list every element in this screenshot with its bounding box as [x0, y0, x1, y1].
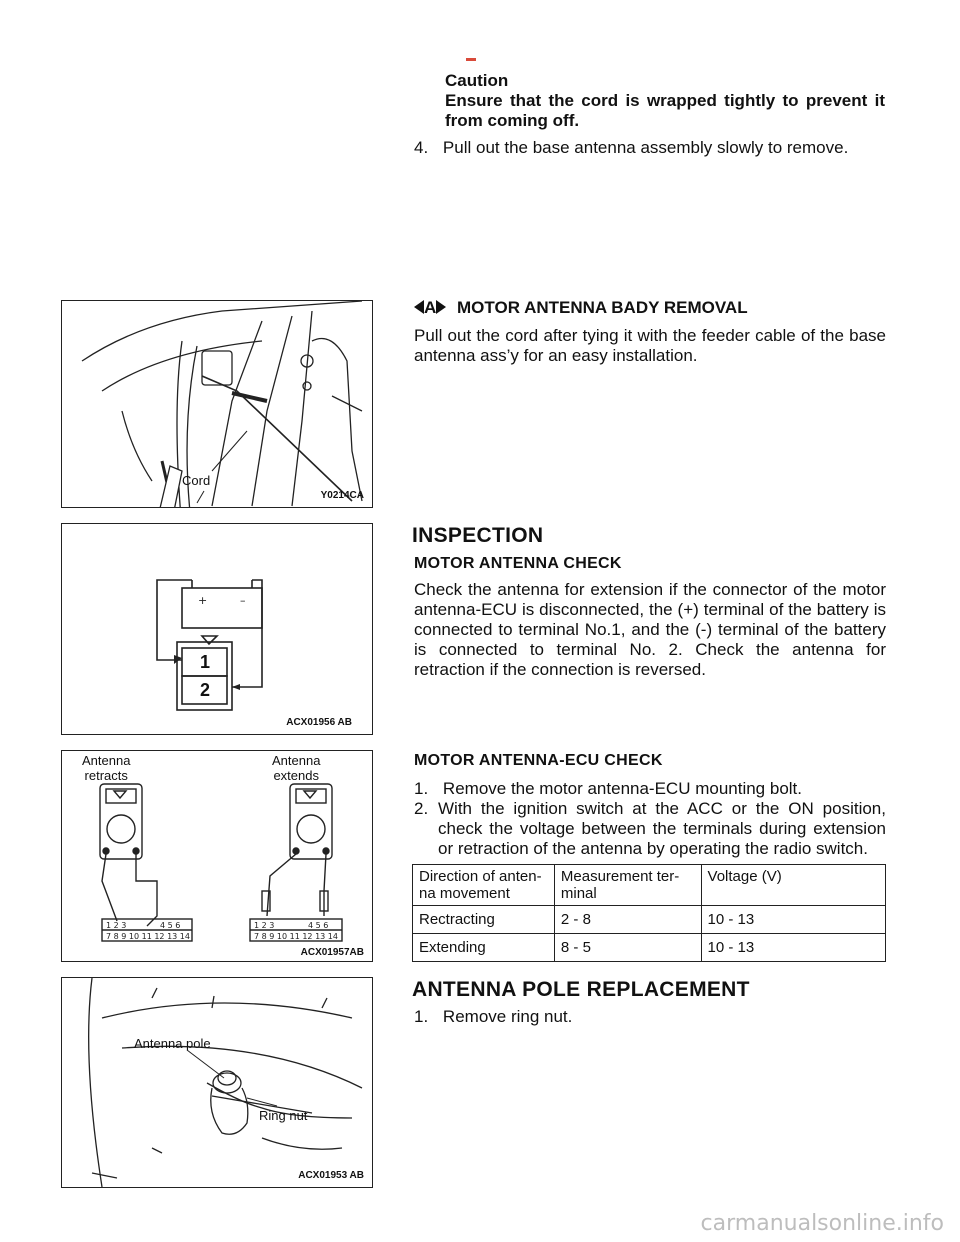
figure-code-acx01956: ACX01956 AB: [286, 717, 352, 728]
ecu-step-2: 2. With the ignition switch at the ACC o…: [414, 799, 886, 859]
cord-illustration: [81, 301, 363, 507]
cord-label: Cord: [182, 473, 211, 488]
voltage-table: Direction of anten-na movement Measureme…: [412, 864, 887, 962]
inspection-heading: INSPECTION: [412, 524, 544, 547]
antenna-extends-label-line1: Antenna: [272, 753, 321, 768]
ecu-step-1: 1. Remove the motor antenna-ECU mounting…: [414, 779, 886, 799]
table-cell: 10 - 13: [700, 933, 887, 962]
step-4: 4. Pull out the base antenna assembly sl…: [414, 138, 886, 158]
right-triangle-icon: [436, 300, 447, 314]
tester-diagram: 1 2 3 4 5 6 7 8 9 10 11 12 13 14 1 2 3 4 5…: [99, 783, 343, 942]
removal-heading-text: MOTOR ANTENNA BADY REMOVAL: [457, 298, 748, 317]
antenna-retracts-label-line2: retracts: [84, 768, 128, 783]
svg-text:4 5 6: 4 5 6: [308, 921, 328, 930]
battery-wiring-figure: + – 1 2 ACX01956 AB: [61, 523, 373, 735]
table-cell: 2 - 8: [553, 905, 702, 934]
antenna-extends-label: Antenna extends: [272, 753, 320, 783]
caution-text: Ensure that the cord is wrapped tightly …: [445, 91, 885, 130]
pole-step-1: 1. Remove ring nut.: [414, 1007, 886, 1027]
cord-figure: Cord Y0214CA: [61, 300, 373, 508]
antenna-extends-label-line2: extends: [273, 768, 319, 783]
antenna-retracts-label: Antenna retracts: [82, 753, 130, 783]
svg-text:7 8 9 10 11 12 13 14: 7 8 9 10 11 12 13 14: [106, 932, 190, 941]
table-row: Rectracting 2 - 8 10 - 13: [412, 905, 887, 934]
caution-title: Caution: [445, 71, 509, 90]
figure-code-acx01953: ACX01953 AB: [298, 1170, 364, 1181]
svg-text:4 5 6: 4 5 6: [160, 921, 180, 930]
table-header-cell: Measurement ter-minal: [553, 864, 702, 906]
ecu-step-2-text: With the ignition switch at the ACC or t…: [438, 799, 886, 858]
pole-replacement-heading: ANTENNA POLE REPLACEMENT: [412, 978, 750, 1001]
svg-text:+: +: [198, 594, 207, 607]
motor-antenna-check-heading: MOTOR ANTENNA CHECK: [414, 555, 622, 572]
table-header-cell: Direction of anten-na movement: [412, 864, 555, 906]
step-4-text: Pull out the base antenna assembly slowl…: [442, 138, 849, 157]
table-row: Extending 8 - 5 10 - 13: [412, 933, 887, 962]
table-header-row: Direction of anten-na movement Measureme…: [412, 864, 887, 906]
watermark-footer: carmanualsonline.info: [700, 1211, 944, 1236]
caution-block: Caution Ensure that the cord is wrapped …: [445, 71, 885, 131]
ecu-check-heading: MOTOR ANTENNA-ECU CHECK: [414, 752, 663, 769]
removal-heading: A MOTOR ANTENNA BADY REMOVAL: [414, 298, 886, 318]
figure-code-acx01957: ACX01957AB: [300, 947, 364, 958]
svg-text:–: –: [240, 594, 246, 607]
removal-letter: A: [424, 298, 437, 317]
red-dash-mark: [466, 58, 476, 61]
ecu-step-2-number: 2.: [414, 799, 429, 818]
ring-nut-figure: Antenna pole Ring nut ACX01953 AB: [61, 977, 373, 1188]
removal-text: Pull out the cord after tying it with th…: [414, 326, 886, 365]
tester-figure: Antenna retracts Antenna extends: [61, 750, 373, 962]
antenna-retracts-label-line1: Antenna: [82, 753, 131, 768]
antenna-pole-label: Antenna pole: [134, 1036, 211, 1051]
table-cell: Rectracting: [412, 905, 555, 934]
svg-text:7 8 9 10 11 12 13 14: 7 8 9 10 11 12 13 14: [254, 932, 338, 941]
table-cell: Extending: [412, 933, 555, 962]
table-header-cell: Voltage (V): [700, 864, 887, 906]
ring-nut-illustration: [88, 978, 363, 1187]
svg-text:1 2 3: 1 2 3: [106, 921, 126, 930]
terminal-1-label: 1: [200, 652, 211, 672]
table-cell: 8 - 5: [553, 933, 702, 962]
ecu-step-1-number: 1.: [414, 779, 429, 798]
step-4-number: 4.: [414, 138, 429, 157]
pole-step-1-text: Remove ring nut.: [442, 1007, 573, 1026]
battery-wiring-diagram: + –: [156, 579, 263, 711]
terminal-2-label: 2: [200, 680, 211, 700]
left-triangle-icon: [414, 300, 424, 314]
table-cell: 10 - 13: [700, 905, 887, 934]
inspection-text: Check the antenna for extension if the c…: [414, 580, 886, 679]
pole-step-1-number: 1.: [414, 1007, 429, 1026]
ring-nut-label: Ring nut: [259, 1108, 308, 1123]
ecu-step-1-text: Remove the motor antenna-ECU mounting bo…: [442, 779, 802, 798]
svg-text:1 2 3: 1 2 3: [254, 921, 274, 930]
figure-code-y0214ca: Y0214CA: [320, 490, 364, 501]
